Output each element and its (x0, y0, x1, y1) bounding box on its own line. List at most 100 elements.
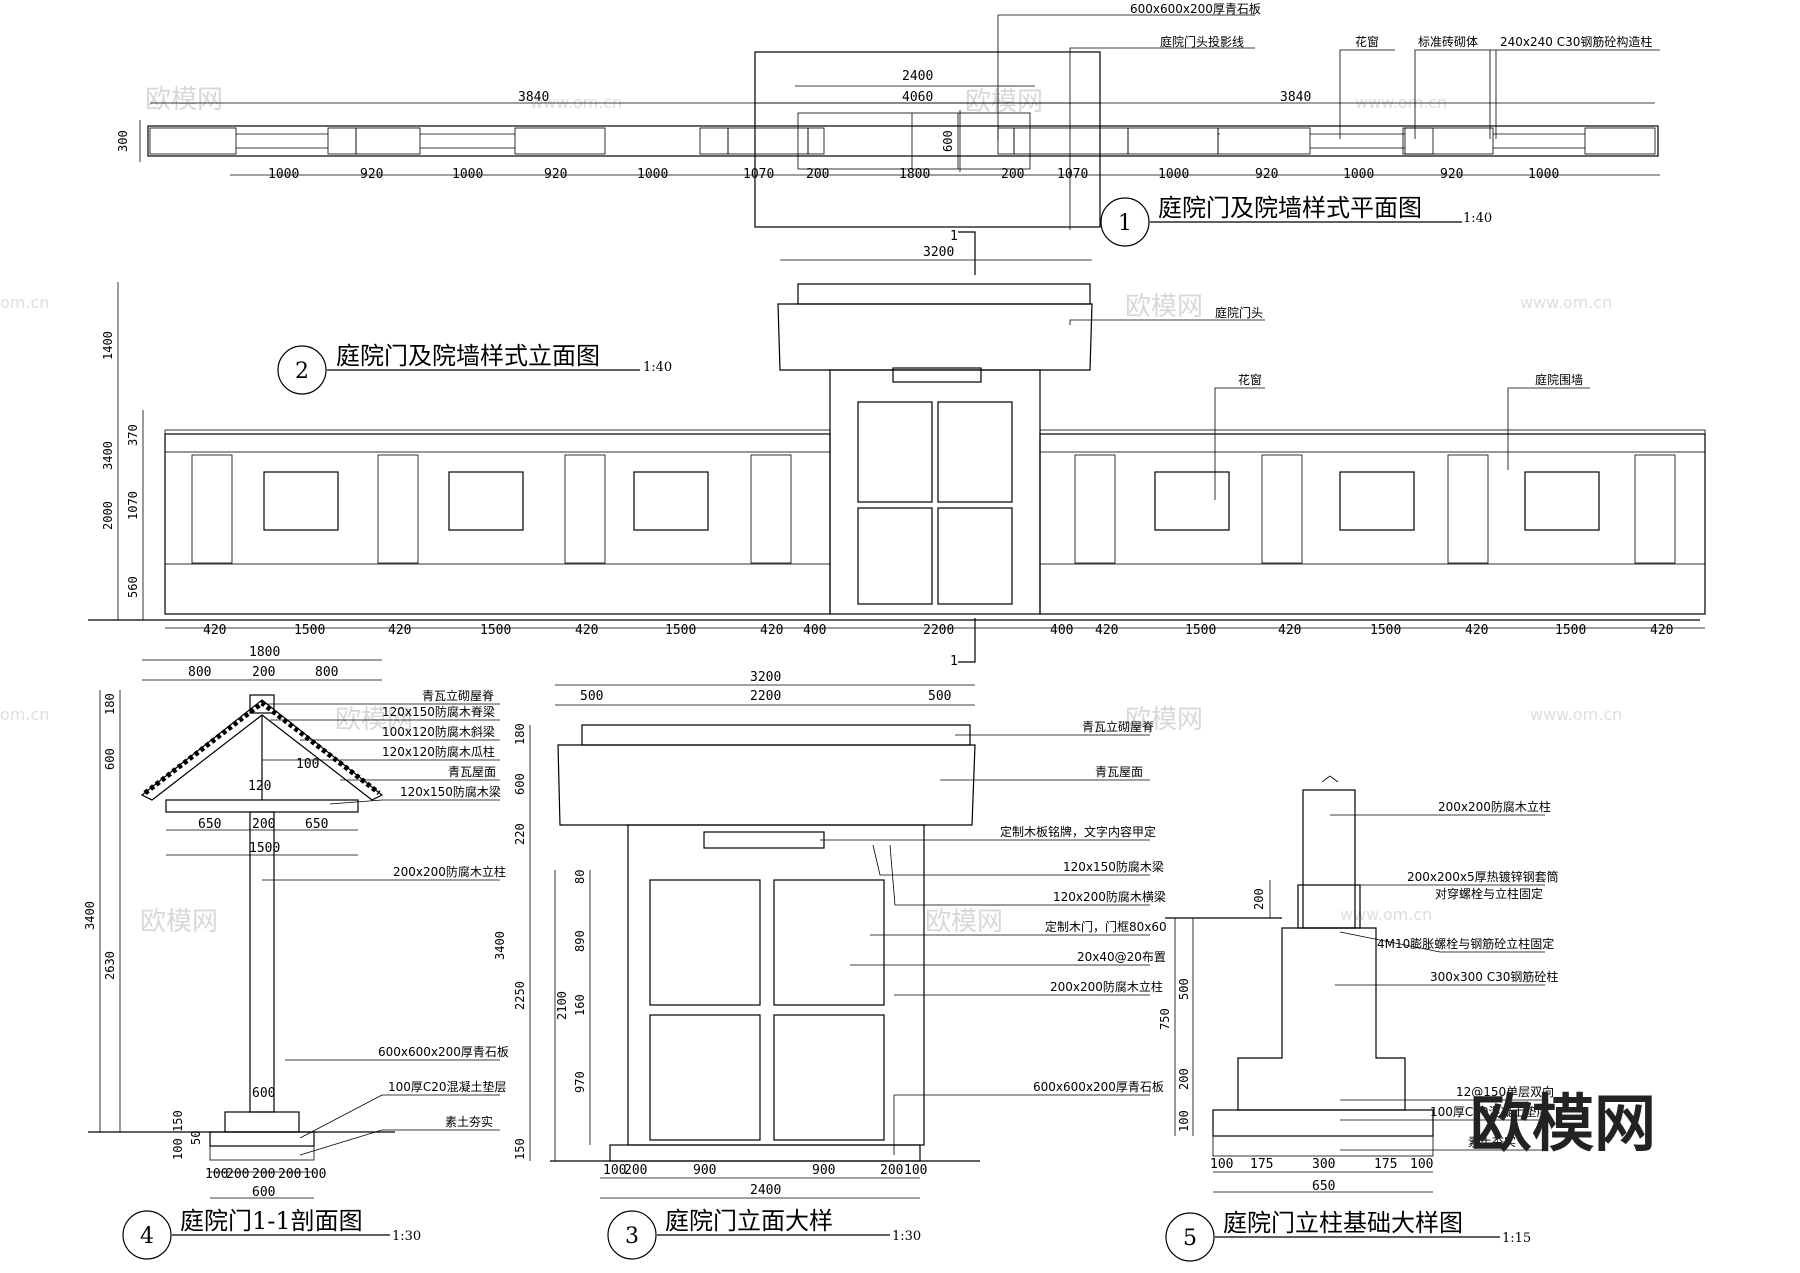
svg-text:200: 200 (1177, 1068, 1191, 1090)
right-wall (1039, 433, 1706, 615)
label-bluestone-slab: 600x600x200厚青石板 (1130, 2, 1261, 16)
svg-text:1500: 1500 (1370, 623, 1401, 638)
svg-text:100: 100 (1410, 1157, 1433, 1172)
svg-text:600: 600 (252, 1086, 275, 1101)
svg-text:400: 400 (803, 623, 826, 638)
svg-text:600: 600 (513, 773, 527, 795)
svg-text:1500: 1500 (249, 841, 280, 856)
view-scale: 1:30 (392, 1229, 421, 1244)
label-timber-post: 200x200防腐木立柱 (393, 864, 506, 879)
footing-concrete-bed (1212, 1109, 1434, 1137)
label-lattice-window: 花窗 (1355, 34, 1379, 49)
label-tile-roof: 青瓦屋面 (448, 765, 496, 779)
label-courtyard-wall: 庭院围墙 (1535, 372, 1583, 387)
view-number-circle (1100, 197, 1150, 247)
label-compacted-soil: 素土夯实 (1468, 1134, 1516, 1149)
section-cut-mark-bottom (958, 618, 976, 663)
svg-text:200: 200 (1252, 888, 1266, 910)
dim-plan-gate-2400: 2400 (902, 69, 933, 84)
svg-text:1070: 1070 (743, 167, 774, 182)
label-concrete-column: 240x240 C30钢筋砼构造柱 (1500, 34, 1652, 49)
door-leaf-upper (649, 879, 761, 1006)
svg-text:1500: 1500 (294, 623, 325, 638)
elevation-view: 3200 3400 1400 2000 370 1070 560 420 150… (88, 245, 1706, 669)
view-number-circle (607, 1210, 657, 1260)
view-title: 庭院门及院墙样式平面图 (1158, 194, 1422, 222)
door-leaf-lower (773, 1014, 885, 1141)
svg-text:1500: 1500 (480, 623, 511, 638)
svg-text:1000: 1000 (1158, 167, 1189, 182)
view-number: 2 (295, 359, 309, 384)
door-roof-tiles (557, 744, 976, 826)
svg-text:300: 300 (1312, 1157, 1335, 1172)
svg-text:50: 50 (189, 1131, 203, 1145)
svg-text:500: 500 (1177, 978, 1191, 1000)
label-king-post: 120x120防腐木瓜柱 (382, 744, 495, 759)
left-wall-brick-base (164, 563, 831, 615)
view-title: 庭院门及院墙样式立面图 (336, 342, 600, 370)
svg-text:1070: 1070 (126, 491, 140, 520)
door-leaf-lower (857, 507, 933, 605)
svg-text:2100: 2100 (555, 991, 569, 1020)
svg-text:2400: 2400 (750, 1183, 781, 1198)
svg-text:2250: 2250 (513, 981, 527, 1010)
left-wall-coping (164, 429, 831, 453)
label-timber-door: 定制木门，门框80x60 (1045, 919, 1167, 934)
svg-text:800: 800 (315, 665, 338, 680)
watermark-site: om.cn (0, 705, 49, 724)
label-ridge-beam: 120x150防腐木脊梁 (382, 704, 495, 719)
label-timber-post: 200x200防腐木立柱 (1050, 979, 1163, 994)
door-bluestone-base (609, 1144, 921, 1162)
watermark-brand-logo: 欧模网 (965, 87, 1043, 117)
svg-text:3400: 3400 (101, 441, 115, 470)
label-compacted-soil: 素土夯实 (445, 1114, 493, 1129)
watermark-site: www.om.cn (1340, 905, 1432, 924)
svg-text:3200: 3200 (750, 670, 781, 685)
gate-ridge (797, 283, 1091, 305)
dim-plan-roof-4060: 4060 (902, 90, 933, 105)
svg-text:1000: 1000 (1528, 167, 1559, 182)
view-number-circle (277, 345, 327, 395)
door-leaf-upper (773, 879, 885, 1006)
view-title: 庭院门1-1剖面图 (180, 1207, 363, 1235)
svg-text:200: 200 (880, 1163, 903, 1178)
label-through-bolt: 对穿螺栓与立柱固定 (1435, 886, 1543, 901)
svg-text:420: 420 (1095, 623, 1118, 638)
watermark-site: www.om.cn (1355, 93, 1447, 112)
svg-text:200: 200 (278, 1167, 301, 1182)
svg-text:100: 100 (904, 1163, 927, 1178)
lattice-window-circles (633, 471, 709, 531)
lattice-window-bars (1339, 471, 1415, 531)
svg-text:1000: 1000 (1343, 167, 1374, 182)
gate-opening (797, 112, 1031, 170)
elevation-bottom-dims: 420 1500 420 1500 420 1500 420 400 2200 … (203, 623, 1673, 638)
svg-text:650: 650 (198, 817, 221, 832)
brand-logo: 欧模网 (1470, 1087, 1656, 1160)
label-expansion-bolt: 4M10膨胀螺栓与钢筋砼立柱固定 (1377, 936, 1554, 951)
svg-text:420: 420 (1650, 623, 1673, 638)
label-lattice-window: 花窗 (1238, 372, 1262, 387)
svg-text:500: 500 (580, 689, 603, 704)
label-concrete-column: 300x300 C30钢筋砼柱 (1430, 969, 1558, 984)
right-wall-coping (1039, 429, 1706, 453)
view-title: 庭院门立柱基础大样图 (1223, 1209, 1463, 1237)
svg-text:560: 560 (126, 576, 140, 598)
label-nameplate: 定制木板铭牌，文字内容甲定 (1000, 824, 1156, 839)
svg-text:1500: 1500 (1555, 623, 1586, 638)
section-concrete-bed (209, 1131, 315, 1147)
door-detail-view: 3200 500 2200 500 180 600 220 3400 2250 … (493, 670, 1167, 1260)
dim-plan-wall-300: 300 (116, 130, 130, 152)
svg-text:3400: 3400 (83, 901, 97, 930)
section-timber-post (249, 811, 275, 1113)
svg-text:1070: 1070 (1057, 167, 1088, 182)
svg-text:900: 900 (693, 1163, 716, 1178)
svg-text:900: 900 (812, 1163, 835, 1178)
watermark-brand-logo: 欧模网 (145, 85, 223, 115)
svg-text:1400: 1400 (101, 331, 115, 360)
svg-text:920: 920 (544, 167, 567, 182)
door-leaf-lower (937, 507, 1013, 605)
svg-text:600: 600 (252, 1185, 275, 1200)
label-bluestone-slab: 600x600x200厚青石板 (378, 1045, 509, 1059)
plan-view: 3840 2400 4060 3840 300 600 1000 920 100… (116, 2, 1660, 275)
